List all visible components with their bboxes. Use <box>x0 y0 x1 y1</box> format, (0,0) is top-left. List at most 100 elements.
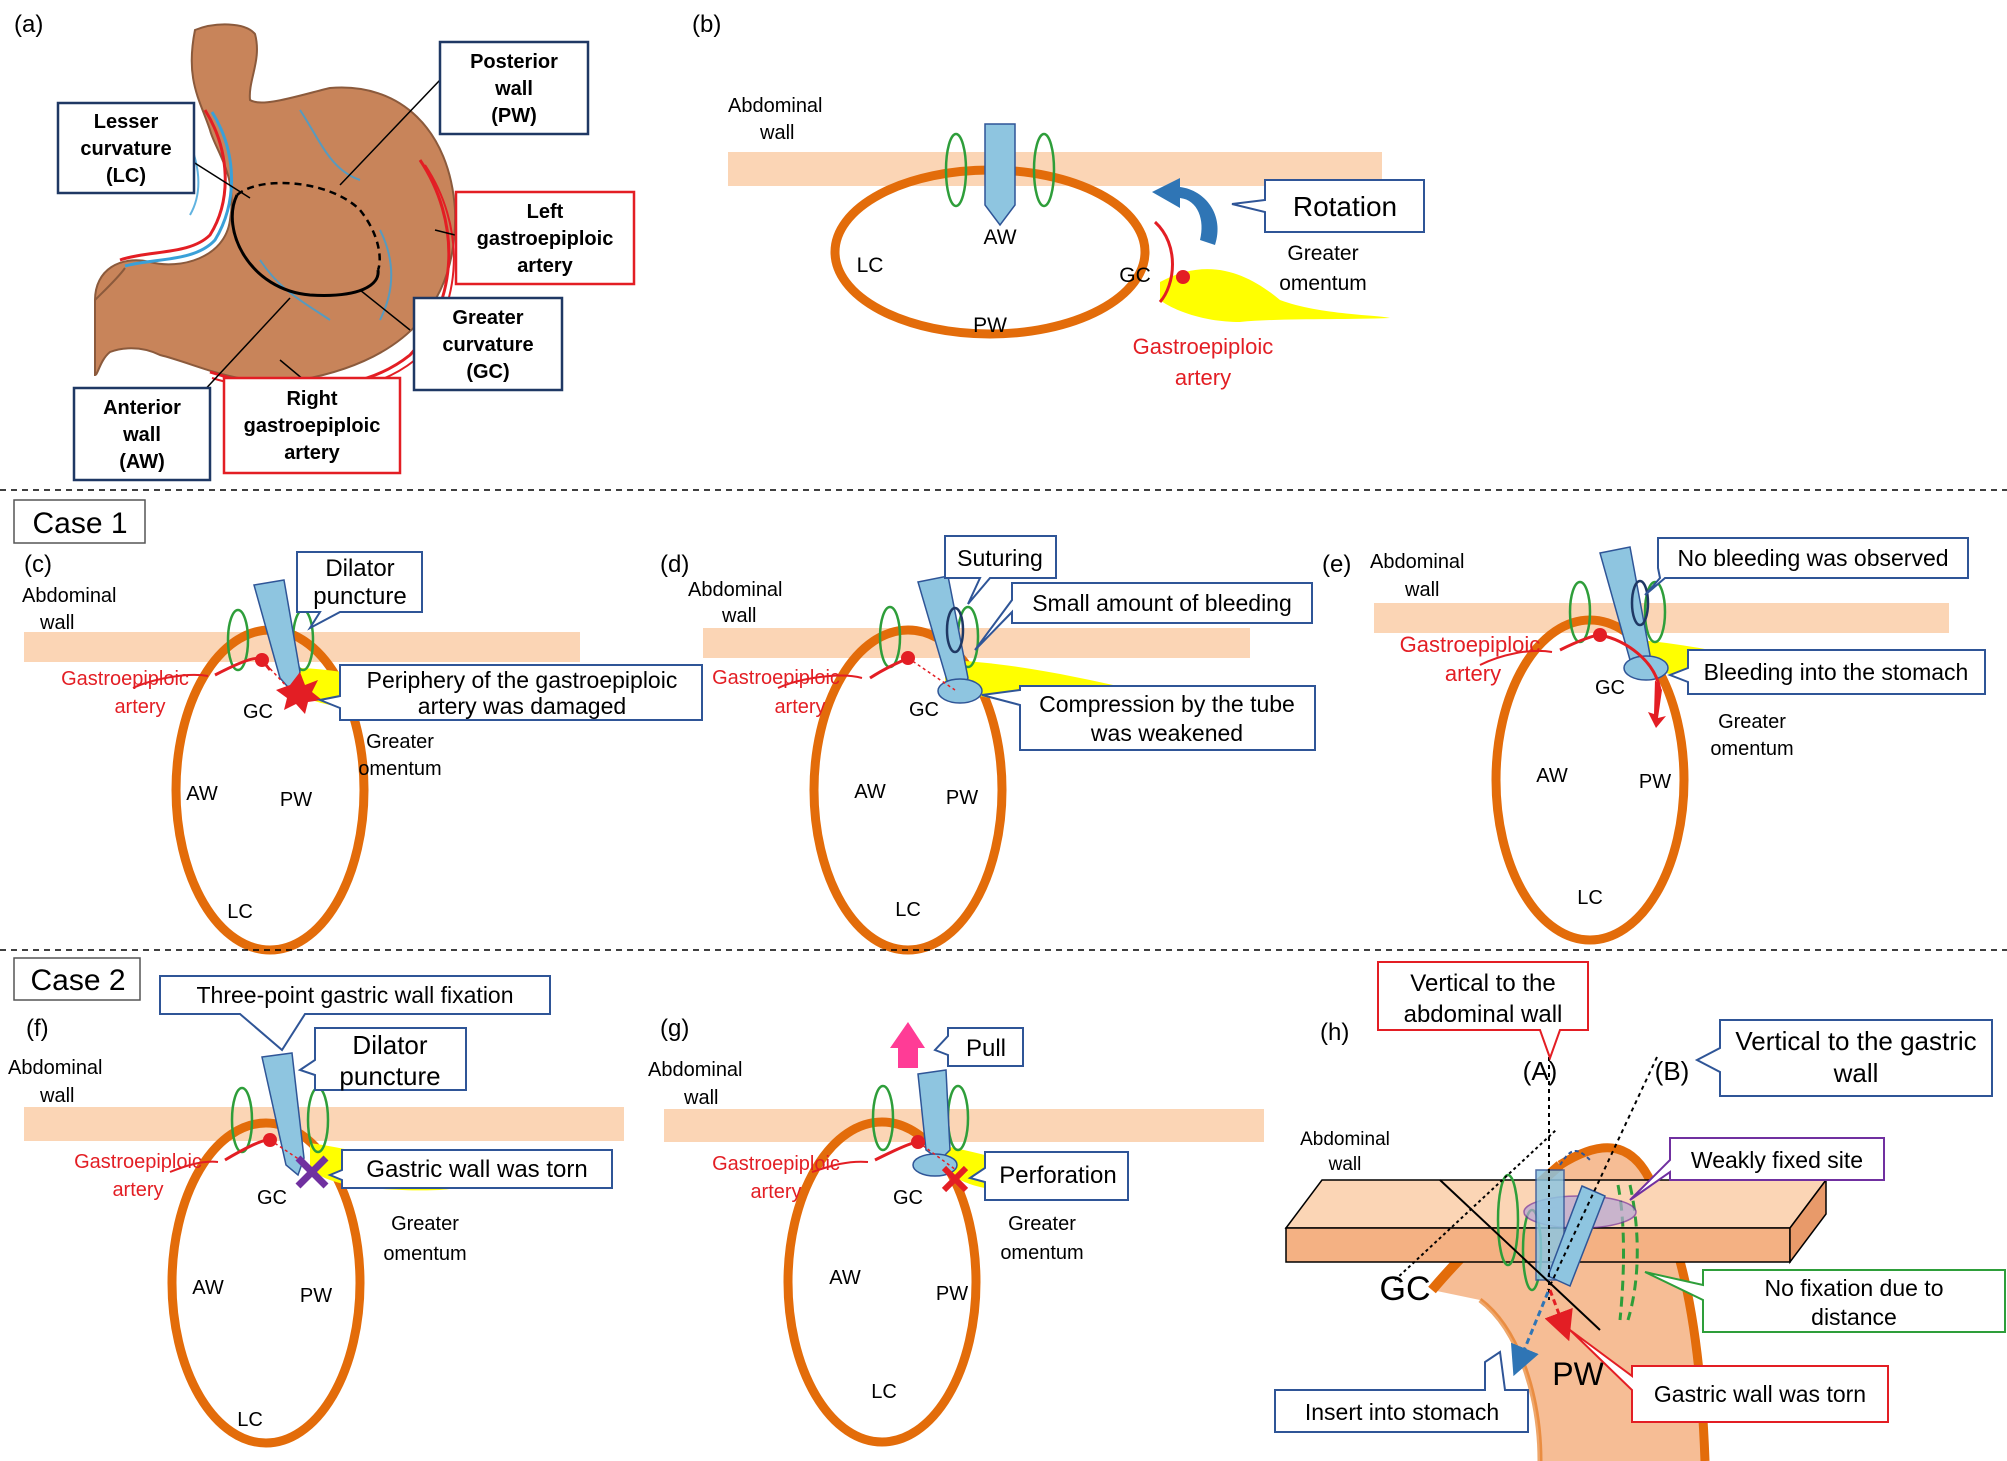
gea-label: Gastroepiploic <box>712 1153 840 1175</box>
panel-b: (b) Abdominal wall Rotation Greater omen… <box>692 11 1425 390</box>
greater-omentum-label: Greater <box>1718 711 1786 733</box>
lesser-curvature-label: Lesser <box>94 111 159 133</box>
three-point-label: Three-point gastric wall fixation <box>196 982 513 1008</box>
gc-label: GC <box>893 1187 923 1209</box>
gea-dot <box>1176 270 1190 284</box>
anterior-wall-label: (AW) <box>119 451 165 473</box>
no-fixation-callout <box>1644 1269 2006 1333</box>
lesser-curvature-vessels <box>119 109 227 262</box>
gea-label: Gastroepiploic <box>74 1151 202 1173</box>
right-gea-label: artery <box>284 442 340 464</box>
vertical-abdominal-label: Vertical to the <box>1410 970 1555 997</box>
left-gea-callout <box>454 190 636 286</box>
pw-label: PW <box>280 789 312 811</box>
dilator-tube <box>984 123 1016 227</box>
lc-label: LC <box>1577 887 1603 909</box>
abdominal-wall-label: Abdominal <box>22 585 117 607</box>
abdominal-wall-label: Abdominal <box>1370 551 1465 573</box>
pull-arrow <box>890 1022 925 1068</box>
tear-cross-mark <box>295 1155 329 1189</box>
fixation-suture <box>1032 132 1056 208</box>
dilator-label: Dilator <box>325 555 394 582</box>
perpendicular-line <box>1394 1129 1557 1281</box>
right-gea-label: Right <box>286 388 337 410</box>
gea-vessel <box>1153 220 1174 303</box>
lesser-curvature-label: (LC) <box>106 165 146 187</box>
posterior-wall-label: wall <box>494 78 533 100</box>
blue-arrow <box>1510 1291 1550 1377</box>
perforation-callout <box>967 1151 1129 1201</box>
stomach-section <box>783 1117 981 1447</box>
insert-callout <box>1274 1350 1529 1433</box>
abdominal-wall-label: Abdominal <box>8 1057 103 1079</box>
perforation-cross-mark <box>941 1165 969 1193</box>
damaged-label: Periphery of the gastroepiploic <box>367 667 678 693</box>
rotation-label: Rotation <box>1293 191 1397 222</box>
tube-balloon <box>1623 655 1669 681</box>
compression-label: Compression by the tube <box>1039 691 1295 717</box>
b-label: (B) <box>1655 1056 1690 1086</box>
gc-label: GC <box>1119 264 1151 287</box>
abdominal-wall-label: wall <box>721 605 756 627</box>
fixation-suture <box>944 132 968 208</box>
greater-omentum-label: omentum <box>1000 1242 1083 1264</box>
compression-label: was weakened <box>1090 720 1243 746</box>
greater-omentum-label: Greater <box>1287 242 1358 265</box>
damaged-callout <box>316 664 703 721</box>
case2-box <box>13 957 141 1001</box>
no-bleeding-callout <box>1644 537 1969 596</box>
abdominal-wall-label: Abdominal <box>728 95 823 117</box>
dilator-label: puncture <box>313 583 406 610</box>
abdominal-wall-label: wall <box>39 1085 74 1107</box>
right-gea-callout <box>222 376 402 475</box>
posterior-wall-callout <box>438 40 590 136</box>
greater-omentum <box>1160 269 1390 322</box>
abdominal-wall <box>1374 603 1949 633</box>
pw-label: PW <box>1639 771 1671 793</box>
greater-omentum-label: omentum <box>383 1243 466 1265</box>
panel-b-letter: (b) <box>692 11 721 38</box>
gea-label: artery <box>750 1181 801 1203</box>
bleeding-drip <box>1648 680 1666 728</box>
abdominal-wall-label: wall <box>1404 579 1439 601</box>
lc-label: LC <box>871 1381 897 1403</box>
vertical-gastric-label: wall <box>1833 1058 1879 1088</box>
case1-box <box>13 499 146 544</box>
aw-label: AW <box>1536 765 1568 787</box>
anterior-wall-label: wall <box>122 424 161 446</box>
abdominal-wall-label: Abdominal <box>1300 1129 1390 1150</box>
weakly-fixed-label: Weakly fixed site <box>1691 1147 1863 1173</box>
stomach-section <box>167 1118 365 1448</box>
left-gea-label: artery <box>517 255 573 277</box>
gea-label: Gastroepiploic <box>1400 632 1541 657</box>
left-gea-label: gastroepiploic <box>477 228 614 250</box>
small-bleeding-callout <box>974 582 1313 651</box>
panel-f: (f) Abdominal wall Three-point gastric w… <box>8 975 624 1448</box>
greater-curvature-label: curvature <box>442 334 533 356</box>
pull-callout <box>933 1027 1024 1067</box>
lc-label: LC <box>227 901 253 923</box>
panel-d-letter: (d) <box>660 551 689 578</box>
panel-g-letter: (g) <box>660 1015 689 1042</box>
compression-callout <box>981 685 1316 751</box>
damaged-label: artery was damaged <box>418 693 626 719</box>
gea-label: artery <box>774 696 825 718</box>
greater-curvature-label: (GC) <box>466 361 509 383</box>
vertical-abdominal-label: abdominal wall <box>1404 1001 1563 1028</box>
bleeding-into-callout <box>1667 649 1986 695</box>
rotation-callout <box>1231 179 1425 233</box>
posterior-wall-label: (PW) <box>491 105 537 127</box>
gc-label: GC <box>243 701 273 723</box>
stomach-illustration <box>94 23 457 383</box>
red-arrow <box>1544 1289 1573 1342</box>
suturing-callout <box>944 535 1057 605</box>
section-line-dashed <box>236 181 381 271</box>
aw-label: AW <box>186 783 218 805</box>
fixation-suture <box>230 1086 254 1154</box>
torn-callout <box>1569 1329 1889 1423</box>
abdominal-wall <box>24 1107 624 1141</box>
section-line-solid <box>230 194 380 297</box>
case2-label: Case 2 <box>30 964 125 997</box>
abdominal-wall-label: wall <box>1328 1154 1362 1175</box>
aw-label: AW <box>829 1267 861 1289</box>
